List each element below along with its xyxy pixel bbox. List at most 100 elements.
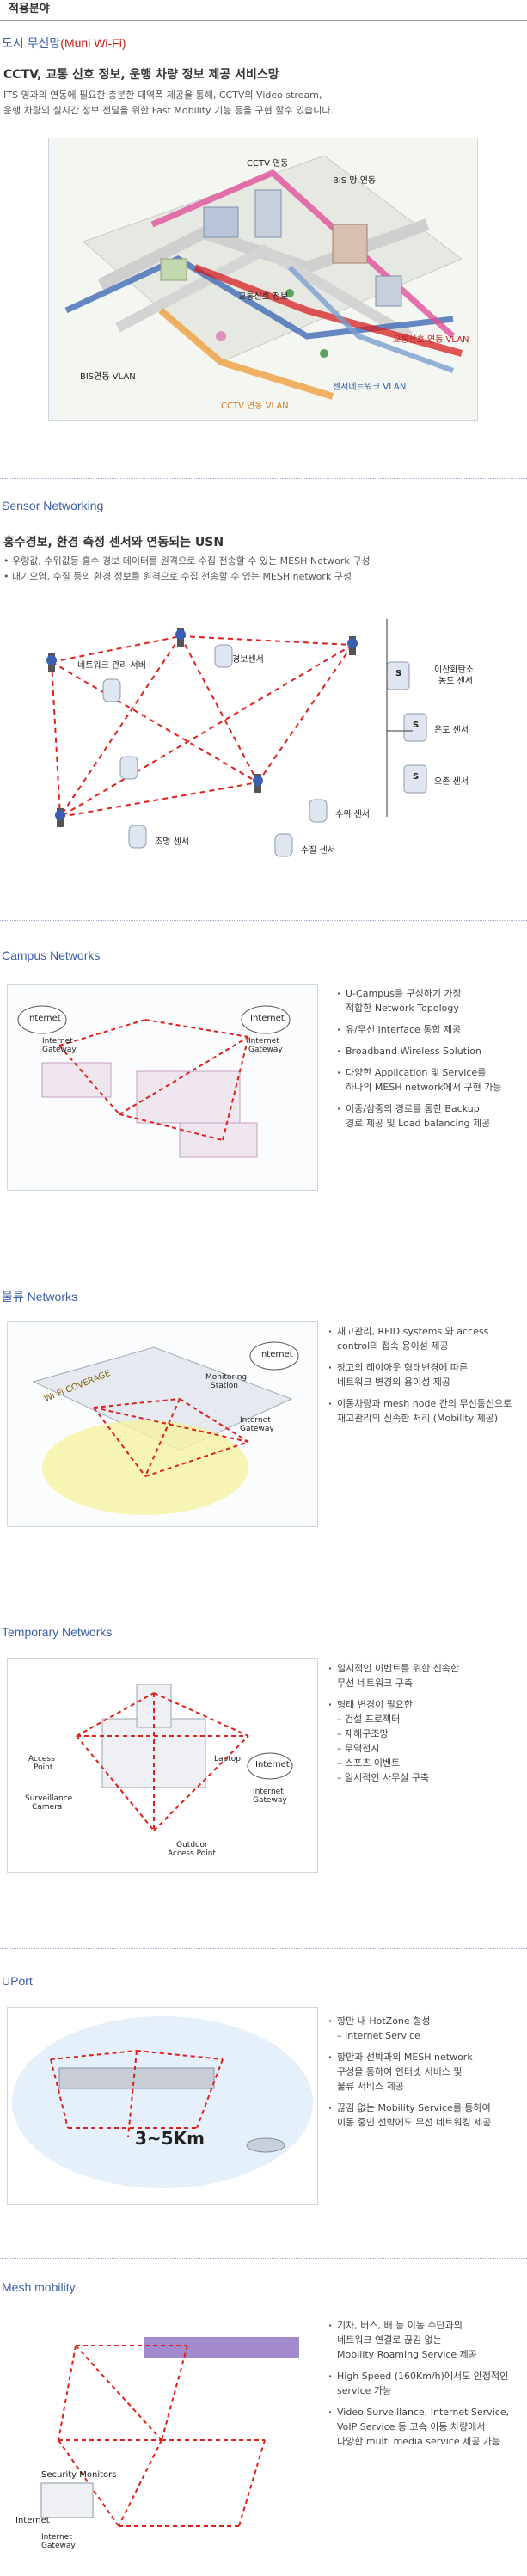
bullet: Video Surveillance, Internet Service,VoI… [328, 2405, 526, 2449]
label-sensor-vlan: 센서네트워크 VLAN [333, 383, 407, 392]
label-outdoor-ap: Outdoor [176, 1841, 208, 1849]
sensor-mesh-lines [46, 619, 427, 857]
label-igw-left-2: Gateway [42, 1046, 77, 1054]
section-title-mesh: Mesh mobility [2, 2280, 76, 2294]
label-igw-left: Internet [42, 1037, 73, 1046]
label-level-sensor: 수위 센서 [335, 810, 370, 819]
section-title-uport: UPort [2, 1974, 33, 1988]
label-igw: Internet [240, 1416, 271, 1425]
label-traffic-vlan: 교통신호 연동 VLAN [393, 335, 469, 345]
logistics-diagram: Internet Monitoring Station Internet Gat… [7, 1321, 318, 1527]
divider [0, 2258, 527, 2259]
section-desc-line1: • 우량값, 수위값등 홍수 경보 데이터를 원격으로 수집 전송할 수 있는 … [3, 555, 371, 567]
section-uport: UPort 3~5Km 항만 내 HotZone 형성– Internet Se… [0, 1952, 527, 2253]
section-subtitle: 홍수경보, 환경 측정 센서와 연동되는 USN [3, 536, 224, 549]
mesh-illustration [40, 2337, 299, 2527]
uport-illustration [12, 2016, 313, 2188]
label-outdoor-ap-2: Access Point [168, 1849, 217, 1858]
label-monitoring: Monitoring [205, 1373, 248, 1382]
section-mesh: Mesh mobility Security Monitors Internet… [0, 2261, 527, 2576]
section-subtitle: CCTV, 교통 신호 정보, 운행 차량 정보 제공 서비스망 [3, 68, 279, 82]
sensor-diagram: S S S 네트워크 관리 서버 경보센서 이산화탄소 농도 센서 온도 센서 … [26, 593, 504, 886]
muni-diagram: CCTV 연동 BIS 망 연동 교통신호 정보 BIS연동 VLAN CCTV… [48, 138, 478, 421]
section-desc-line2: 운행 차량의 실시간 정보 전달을 위한 Fast Mobility 기능 등을… [3, 105, 334, 116]
sensor-s2: S [413, 721, 420, 730]
label-igw: Internet [41, 2533, 72, 2542]
section-sensor: Sensor Networking 홍수경보, 환경 측정 센서와 연동되는 U… [0, 481, 527, 911]
section-campus: Campus Networks Internet Internet Intern… [0, 924, 527, 1251]
label-temp-sensor: 온도 센서 [434, 726, 469, 735]
uport-bullets: 항만 내 HotZone 형성– Internet Service 항만과 선박… [328, 2014, 526, 2137]
label-cctv-vlan: CCTV 연동 VLAN [221, 402, 289, 411]
divider [0, 478, 527, 479]
section-desc-line1: ITS 영과의 연동에 필요한 충분한 대역폭 제공을 통해, CCTV의 Vi… [3, 89, 322, 101]
section-temporary: Temporary Networks Access Point Laptop I… [0, 1601, 527, 1936]
page-title: 적용분야 [0, 0, 527, 21]
divider [0, 1948, 527, 1949]
muni-illustration [64, 155, 463, 400]
label-ozone-sensor: 오존 센서 [434, 777, 469, 787]
label-surveillance-camera-2: Camera [32, 1803, 63, 1812]
temporary-diagram: Access Point Laptop Internet Surveillanc… [7, 1658, 318, 1873]
bullet: 항만 내 HotZone 형성– Internet Service [328, 2014, 526, 2043]
temporary-illustration [76, 1684, 293, 1831]
label-internet-left: Internet [27, 1014, 61, 1023]
label-igw-2: Gateway [240, 1425, 274, 1433]
label-internet: Internet [259, 1350, 293, 1359]
section-title-sensor: Sensor Networking [2, 499, 104, 512]
label-surveillance-camera: Surveillance [25, 1794, 73, 1803]
section-logistics: 물류 Networks Internet Monitoring Station … [0, 1264, 527, 1591]
section-title-logistics: 물류 Networks [2, 1290, 77, 1303]
label-igw-2: Gateway [41, 2542, 76, 2550]
label-igw-2: Gateway [253, 1796, 287, 1805]
label-access-point: Access [28, 1755, 55, 1763]
label-alarm-sensor: 경보센서 [232, 655, 264, 665]
bullet: 유/무선 Interface 통합 제공 [337, 1022, 526, 1037]
section-title-temporary: Temporary Networks [2, 1625, 113, 1639]
label-security-monitors: Security Monitors [41, 2470, 117, 2480]
label-bis-net: BIS 망 연동 [333, 176, 377, 186]
label-internet-right: Internet [250, 1014, 285, 1023]
label-cctv: CCTV 연동 [247, 159, 289, 169]
sensor-s1: S [395, 669, 402, 678]
label-internet: Internet [15, 2516, 50, 2525]
sensor-s3: S [413, 772, 420, 782]
section-desc-line2: • 대기오염, 수질 등의 환경 정보를 원격으로 수집 전송할 수 있는 ME… [3, 571, 352, 582]
label-distance: 3~5Km [135, 2128, 205, 2149]
label-laptop: Laptop [214, 1755, 241, 1763]
label-mgmt-server: 네트워크 관리 서버 [77, 661, 146, 671]
section-title-campus: Campus Networks [2, 948, 101, 962]
bullet: 형태 변경이 필요한– 건설 프로젝터– 재해구조망– 무역전시– 스포츠 이벤… [328, 1697, 526, 1785]
logistics-illustration [32, 1341, 299, 1515]
label-bis-vlan: BIS연동 VLAN [80, 372, 136, 382]
campus-diagram: Internet Internet Internet Gateway Inter… [7, 984, 318, 1191]
section-muni: 도시 무선망(Muni Wi-Fi) CCTV, 교통 신호 정보, 운행 차량… [0, 26, 527, 473]
label-quality-sensor: 수질 센서 [301, 846, 335, 856]
label-co2-sensor: 이산화탄소 [434, 665, 474, 675]
section-title-muni: 도시 무선망(Muni Wi-Fi) [2, 36, 126, 50]
label-monitoring-2: Station [211, 1382, 238, 1390]
label-igw: Internet [253, 1788, 284, 1796]
label-light-sensor: 조명 센서 [155, 837, 189, 847]
label-traffic-info: 교통신호 정보 [238, 292, 289, 302]
label-internet: Internet [255, 1760, 290, 1769]
bullet: Broadband Wireless Solution [337, 1044, 526, 1058]
label-igw-right: Internet [248, 1037, 279, 1046]
mesh-diagram: Security Monitors Internet Internet Gate… [7, 2311, 318, 2561]
campus-illustration [17, 1005, 291, 1158]
divider [0, 920, 527, 921]
